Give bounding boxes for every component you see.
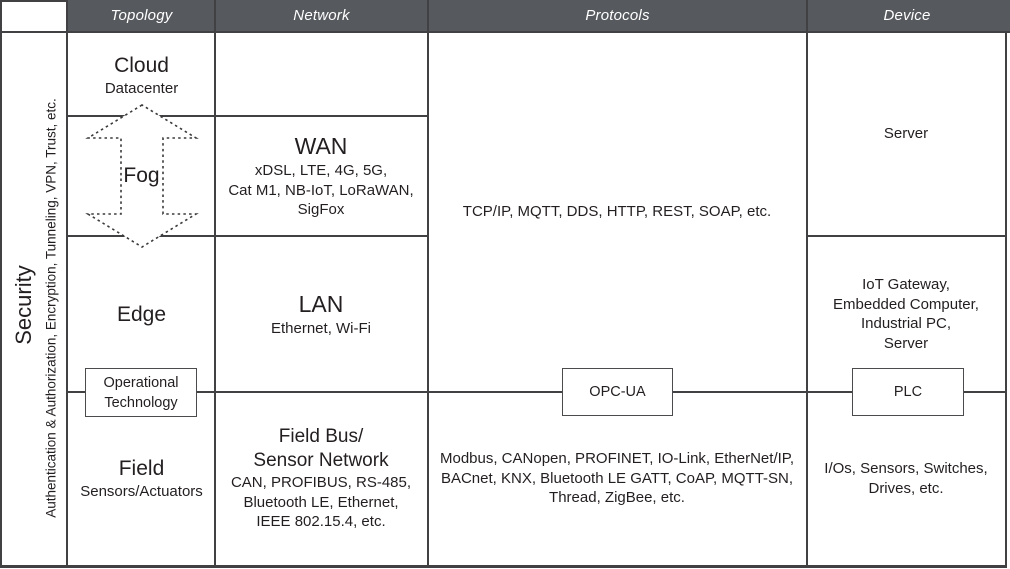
cloud-subtitle: Datacenter	[104, 79, 179, 97]
fieldbus-line: Bluetooth LE, Ethernet,	[243, 493, 399, 511]
opc-ua-label: OPC-UA	[589, 384, 646, 400]
wan-line: xDSL, LTE, 4G, 5G,	[254, 162, 388, 180]
table-header-bar	[68, 0, 1010, 31]
column-header-topology: Topology	[110, 7, 173, 24]
device-field-line: I/Os, Sensors, Switches,	[824, 460, 988, 477]
border-bottom	[0, 565, 1007, 568]
cell-topology-edge: Edge	[68, 237, 215, 391]
divider-device-server-gateway	[806, 235, 1007, 237]
border-top-security-cell	[0, 0, 68, 2]
opc-ua-box: OPC-UA	[562, 368, 673, 416]
cell-network-lan: LAN Ethernet, Wi-Fi	[215, 237, 427, 391]
divider-fog-edge	[66, 235, 429, 237]
operational-technology-box: Operational Technology	[85, 368, 197, 417]
fog-title: Fog	[123, 164, 160, 187]
column-header-network: Network	[293, 7, 350, 24]
device-field-line: Drives, etc.	[868, 479, 944, 497]
field-subtitle: Sensors/Actuators	[80, 483, 203, 501]
field-title: Field	[118, 457, 165, 481]
plc-label: PLC	[893, 384, 923, 400]
device-edge-line: Server	[883, 334, 929, 352]
divider-topology-network	[214, 0, 216, 567]
fog-double-arrow-icon	[85, 104, 199, 248]
ot-box-line: Operational	[103, 374, 179, 391]
wan-title: WAN	[294, 133, 348, 160]
protocols-lower-line: Modbus, CANopen, PROFINET, IO-Link, Ethe…	[439, 450, 795, 468]
divider-protocols-device	[806, 0, 808, 567]
device-server-text: Server	[883, 125, 929, 143]
security-title-text: Security	[11, 265, 36, 345]
device-edge-line: Industrial PC,	[860, 315, 952, 332]
fieldbus-line: CAN, PROFIBUS, RS-485,	[230, 474, 412, 492]
ot-box-line: Technology	[104, 394, 178, 411]
border-right	[1005, 31, 1007, 567]
protocols-upper-text: TCP/IP, MQTT, DDS, HTTP, REST, SOAP, etc…	[462, 203, 772, 221]
lan-subtitle: Ethernet, Wi-Fi	[270, 319, 372, 337]
security-subtitle-text: Authentication & Authorization, Encrypti…	[43, 98, 59, 518]
fieldbus-title-line: Field Bus/	[278, 426, 364, 448]
device-edge-line: Embedded Computer,	[833, 295, 979, 313]
edge-title: Edge	[116, 302, 167, 326]
divider-edge-field	[66, 391, 1007, 393]
fieldbus-title-line: Sensor Network	[253, 450, 389, 472]
header-bottom-border	[0, 31, 1010, 33]
divider-security-topology	[66, 0, 68, 567]
wan-line: Cat M1, NB-IoT, LoRaWAN,	[228, 181, 414, 199]
cell-device-server: Server	[807, 33, 1005, 235]
divider-network-protocols	[427, 0, 429, 567]
column-header-protocols: Protocols	[585, 7, 650, 24]
protocols-lower-line: BACnet, KNX, Bluetooth LE GATT, CoAP, MQ…	[440, 469, 794, 487]
cell-device-edge: IoT Gateway, Embedded Computer, Industri…	[807, 237, 1005, 391]
wan-line: SigFox	[297, 201, 345, 219]
plc-box: PLC	[852, 368, 964, 416]
cell-protocols-lower: Modbus, CANopen, PROFINET, IO-Link, Ethe…	[428, 392, 806, 565]
cell-topology-field: Field Sensors/Actuators	[68, 392, 215, 565]
column-header-device: Device	[883, 7, 931, 24]
fieldbus-line: IEEE 802.15.4, etc.	[256, 513, 386, 531]
border-left	[0, 0, 2, 567]
cell-topology-cloud: Cloud Datacenter	[68, 33, 215, 117]
cell-network-fieldbus: Field Bus/ Sensor Network CAN, PROFIBUS,…	[215, 392, 427, 565]
cell-device-field: I/Os, Sensors, Switches, Drives, etc.	[807, 392, 1005, 565]
divider-cloud-fog	[66, 115, 429, 117]
lan-title: LAN	[298, 290, 344, 317]
cloud-title: Cloud	[114, 53, 169, 77]
protocols-lower-line: Thread, ZigBee, etc.	[549, 489, 685, 507]
cell-network-wan: WAN xDSL, LTE, 4G, 5G, Cat M1, NB-IoT, L…	[215, 117, 427, 235]
cell-topology-fog: Fog	[68, 117, 215, 235]
cell-protocols-upper: TCP/IP, MQTT, DDS, HTTP, REST, SOAP, etc…	[428, 33, 806, 391]
device-edge-line: IoT Gateway,	[862, 276, 950, 293]
